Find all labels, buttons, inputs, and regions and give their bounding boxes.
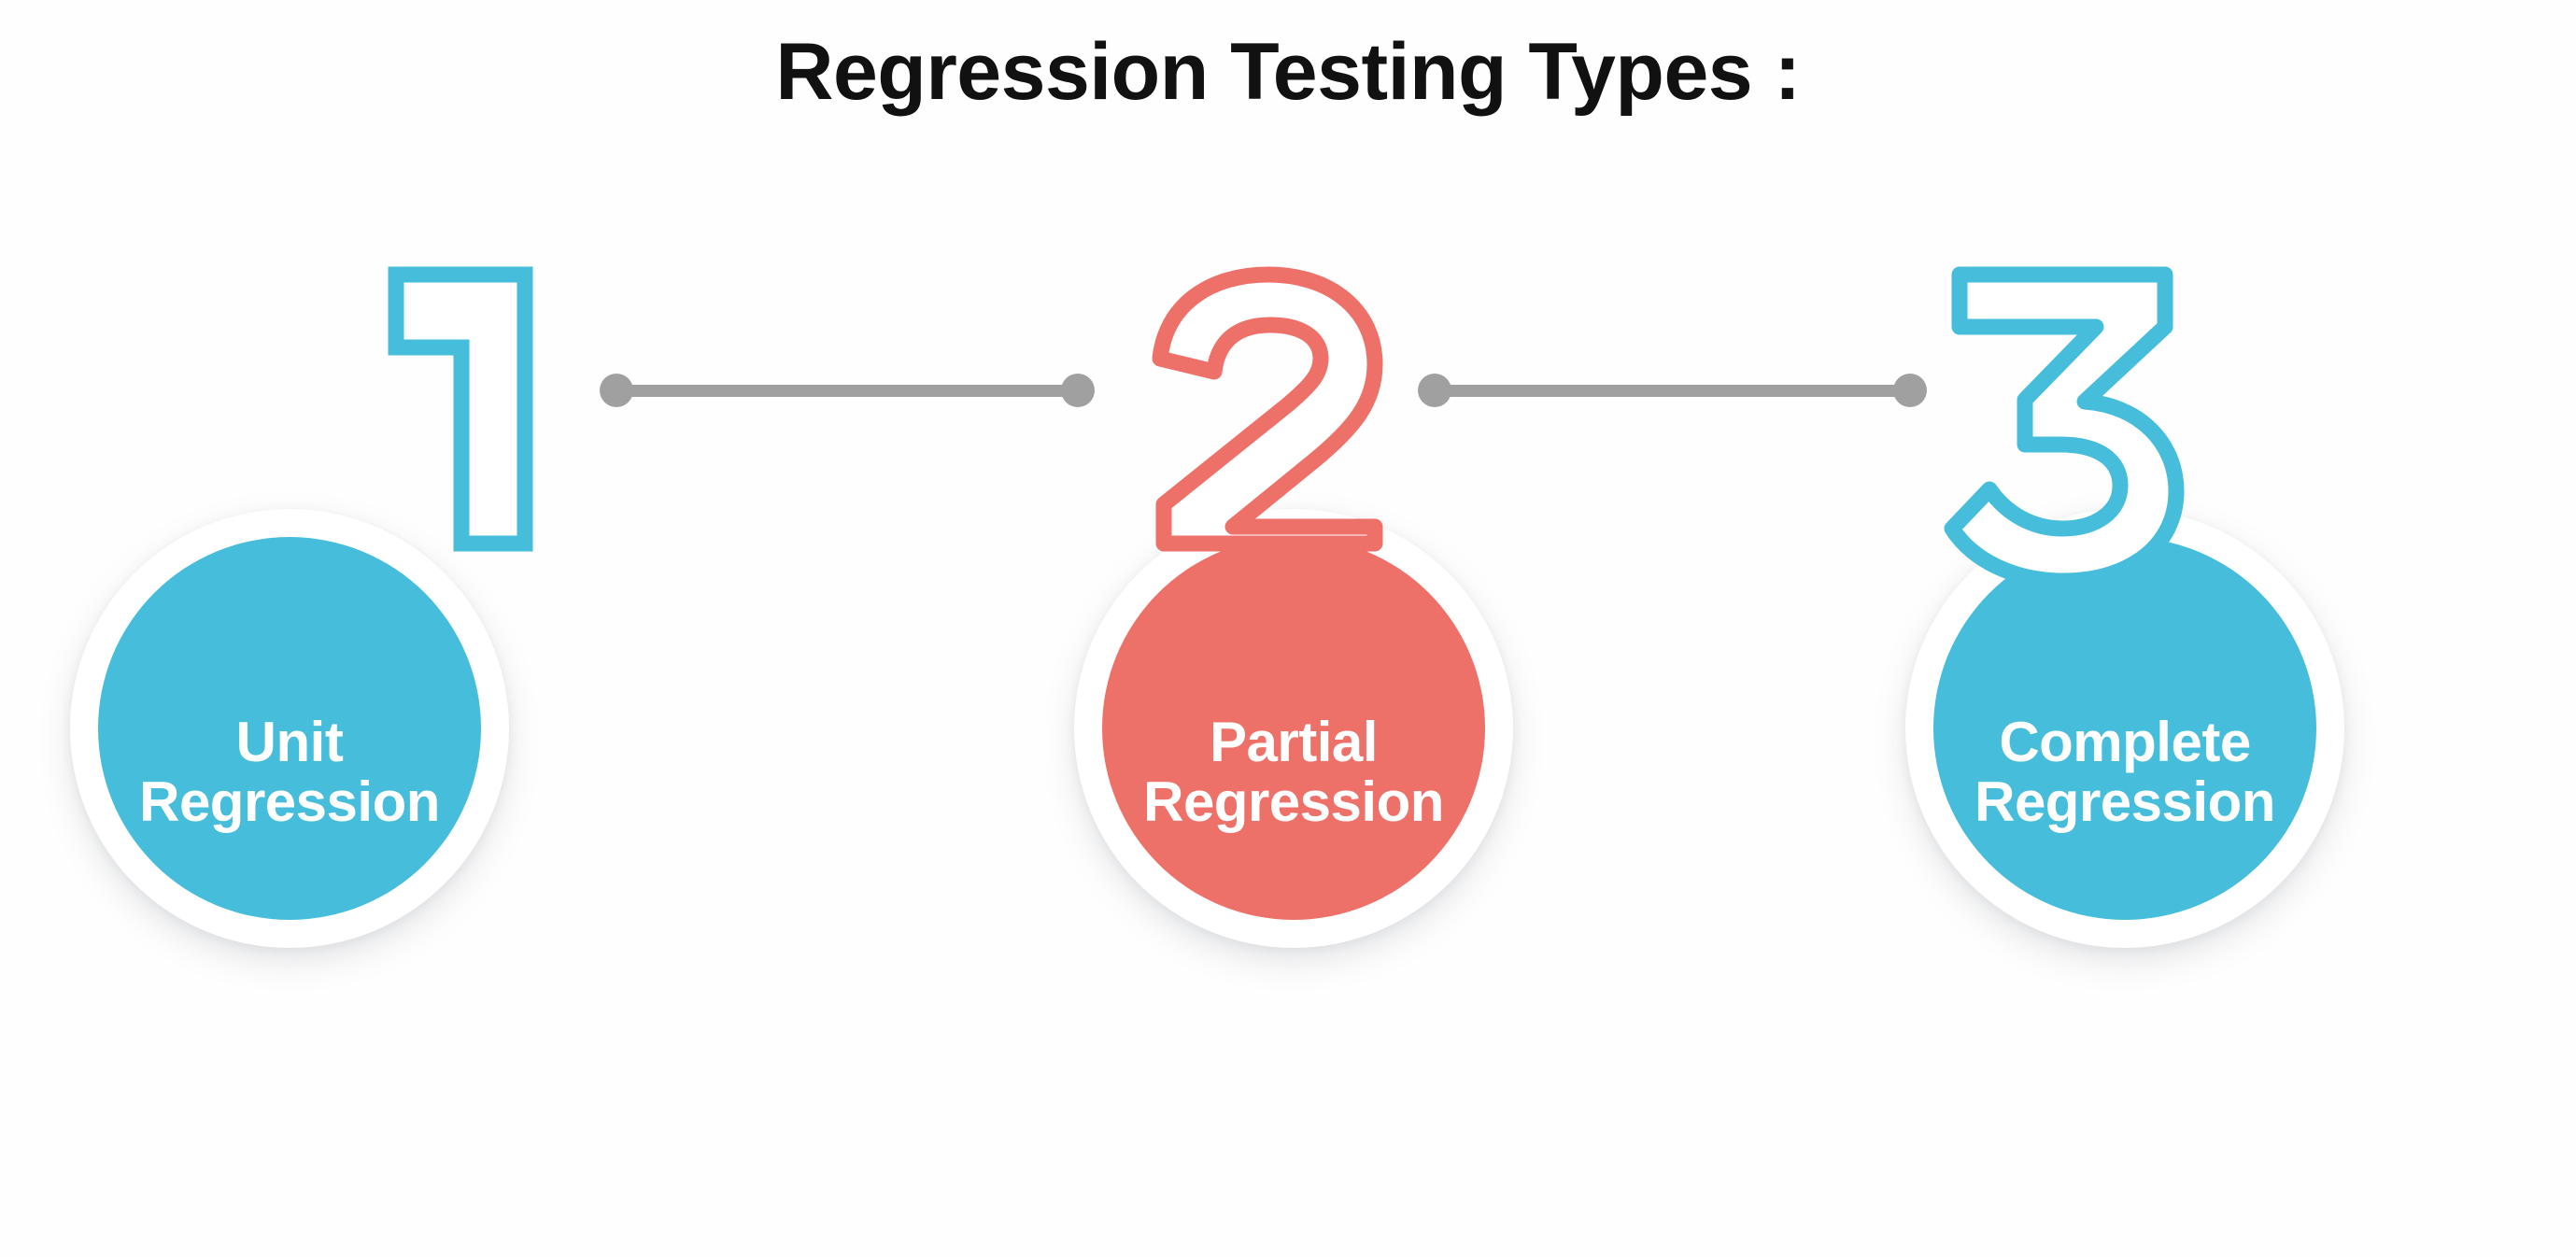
step-numeral-3: [1944, 266, 2197, 589]
step-numeral-2: [1147, 266, 1399, 552]
connector-dot-right: [1893, 374, 1927, 407]
connector-1-to-2: [600, 374, 1095, 407]
connector-line: [1450, 384, 1895, 397]
connector-dot-left: [1418, 374, 1451, 407]
connector-2-to-3: [1418, 374, 1927, 407]
circle-disc-1: [98, 537, 481, 920]
step-node-2[interactable]: Partial Regression: [1074, 509, 1513, 948]
connector-dot-left: [600, 374, 633, 407]
step-label-2: Partial Regression: [1143, 711, 1444, 833]
connector-dot-right: [1061, 374, 1095, 407]
step-node-1[interactable]: Unit Regression: [70, 509, 509, 948]
step-node-3[interactable]: Complete Regression: [1905, 509, 2344, 948]
page-title: Regression Testing Types :: [775, 27, 1801, 117]
circle-disc-3: [1933, 537, 2316, 920]
connector-line: [631, 384, 1063, 397]
step-label-3: Complete Regression: [1974, 711, 2275, 833]
step-label-1: Unit Regression: [139, 711, 440, 833]
circle-disc-2: [1102, 537, 1485, 920]
step-numeral-1: [375, 266, 581, 552]
